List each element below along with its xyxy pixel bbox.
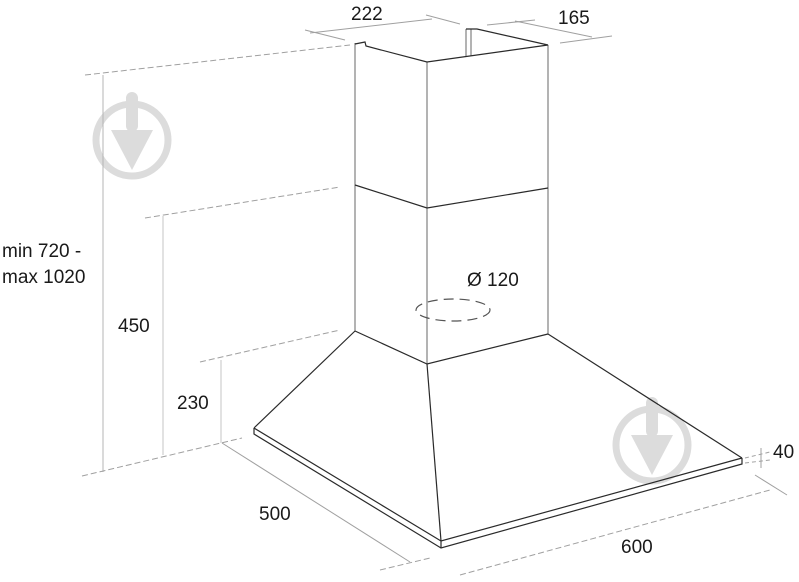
- label-chimney-depth: 165: [558, 8, 590, 29]
- watermark-arrow-icon: [111, 92, 153, 170]
- label-lower-height: 450: [118, 316, 150, 337]
- dimension-lines: [81, 14, 788, 576]
- outlet-ellipse: [415, 298, 491, 322]
- label-hood-height: 230: [177, 393, 209, 414]
- label-total-height-max: max 1020: [2, 267, 86, 288]
- label-hood-width: 600: [621, 537, 653, 558]
- label-hood-depth: 500: [259, 504, 291, 525]
- label-chimney-width: 222: [351, 4, 383, 25]
- hood-body: [253, 330, 743, 549]
- chimney: [354, 29, 549, 364]
- chimney-top-edges: [354, 28, 549, 209]
- watermark-arrow-icon-2: [631, 397, 673, 475]
- label-base-thickness: 40: [773, 442, 795, 463]
- label-outlet-diameter: Ø 120: [467, 270, 519, 291]
- label-total-height-min: min 720 -: [2, 241, 82, 262]
